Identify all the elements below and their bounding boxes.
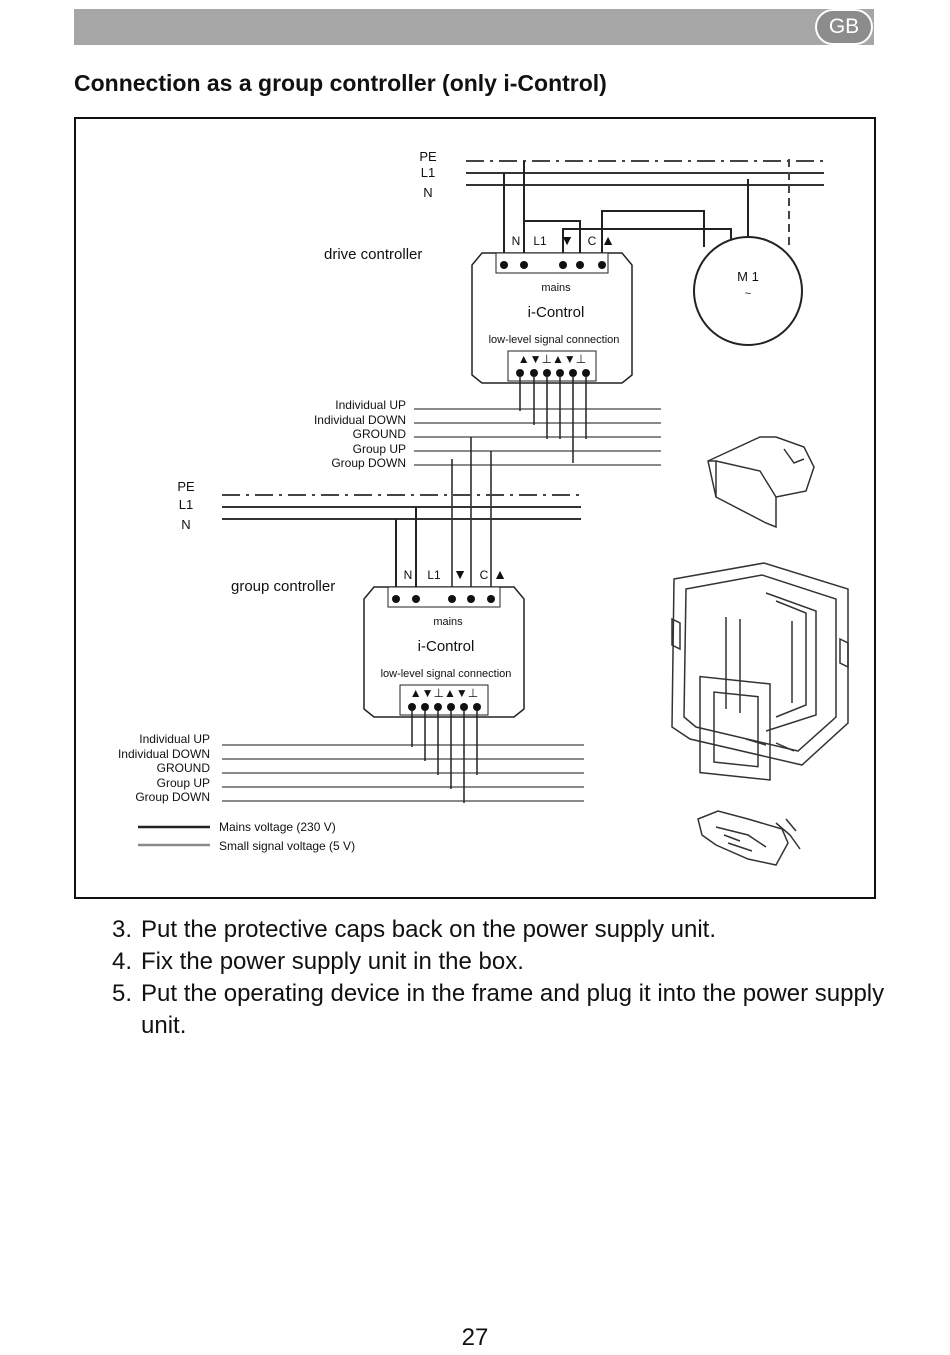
drive-controller-label: drive controller xyxy=(324,246,422,263)
group-device-name: i-Control xyxy=(418,638,475,655)
group-rail-label-n: N xyxy=(181,517,190,532)
group-terminal-l1: L1 xyxy=(427,568,441,582)
drive-rail-label-pe: PE xyxy=(419,149,437,164)
motor-symbol: ~ xyxy=(745,288,751,300)
drive-signal-individual-up: Individual UP xyxy=(335,398,406,412)
drive-signal-individual-down: Individual DOWN xyxy=(314,413,406,427)
group-signal-individual-up: Individual UP xyxy=(139,732,210,746)
legend-mains-label: Mains voltage (230 V) xyxy=(219,820,336,834)
group-rail-label-pe: PE xyxy=(177,479,195,494)
group-terminal-c: C xyxy=(480,568,489,582)
drive-device-name: i-Control xyxy=(528,304,585,321)
operating-device-plug-illustration xyxy=(697,810,801,866)
drive-terminal-c: C xyxy=(588,234,597,248)
header-bar xyxy=(74,9,874,45)
drive-terminal-up: ▲ xyxy=(601,232,615,248)
drive-signal-group-down: Group DOWN xyxy=(331,456,406,470)
section-title: Connection as a group controller (only i… xyxy=(74,70,607,96)
list-item: 5. Put the operating device in the frame… xyxy=(112,978,887,1042)
drive-signal-ground: GROUND xyxy=(353,427,407,441)
group-section: PE L1 N group controller N L1 ▼ C ▲ main… xyxy=(118,479,584,853)
drive-signal-group-up: Group UP xyxy=(353,442,406,456)
group-terminal-n: N xyxy=(404,568,413,582)
motor-label: M 1 xyxy=(737,269,759,284)
drive-terminal-n: N xyxy=(512,234,521,248)
instruction-steps: 3. Put the protective caps back on the p… xyxy=(112,914,887,1042)
drive-rail-label-n: N xyxy=(423,185,432,200)
frame-insert-illustration xyxy=(671,562,849,781)
group-signal-symbols: ▲▼⊥▲▼⊥ xyxy=(410,686,478,700)
group-controller-label: group controller xyxy=(231,578,335,595)
group-terminal-up: ▲ xyxy=(493,566,507,582)
drive-terminal-l1: L1 xyxy=(533,234,547,248)
list-item: 3. Put the protective caps back on the p… xyxy=(112,914,887,946)
legend-signal-label: Small signal voltage (5 V) xyxy=(219,839,355,853)
step-text: Fix the power supply unit in the box. xyxy=(141,948,524,975)
group-signal-ground: GROUND xyxy=(157,761,211,775)
product-illustrations xyxy=(671,436,849,866)
wiring-diagram: PE L1 N M 1 ~ drive controller N L1 ▼ C … xyxy=(74,117,876,899)
group-signal-group-up: Group UP xyxy=(157,776,210,790)
language-badge: GB xyxy=(815,9,873,45)
drive-signal-label: low-level signal connection xyxy=(489,334,620,346)
page-number: 27 xyxy=(461,1324,489,1351)
group-mains-label: mains xyxy=(433,616,463,628)
group-rail-label-l1: L1 xyxy=(179,497,193,512)
step-text: Put the operating device in the frame an… xyxy=(141,980,885,1039)
protective-cap-illustration xyxy=(707,436,815,529)
list-item: 4. Fix the power supply unit in the box. xyxy=(112,946,887,978)
step-number: 4. xyxy=(112,948,133,975)
group-signal-label: low-level signal connection xyxy=(381,668,512,680)
group-signal-individual-down: Individual DOWN xyxy=(118,747,210,761)
drive-terminal-down: ▼ xyxy=(560,232,574,248)
group-signal-group-down: Group DOWN xyxy=(135,790,210,804)
drive-section: PE L1 N M 1 ~ drive controller N L1 ▼ C … xyxy=(314,149,824,599)
drive-rail-label-l1: L1 xyxy=(421,165,435,180)
step-number: 3. xyxy=(112,916,133,943)
drive-mains-label: mains xyxy=(541,282,571,294)
step-number: 5. xyxy=(112,980,133,1007)
step-text: Put the protective caps back on the powe… xyxy=(141,916,717,943)
drive-signal-symbols: ▲▼⊥▲▼⊥ xyxy=(518,352,586,366)
motor-circle xyxy=(693,236,803,346)
group-terminal-down: ▼ xyxy=(453,566,467,582)
